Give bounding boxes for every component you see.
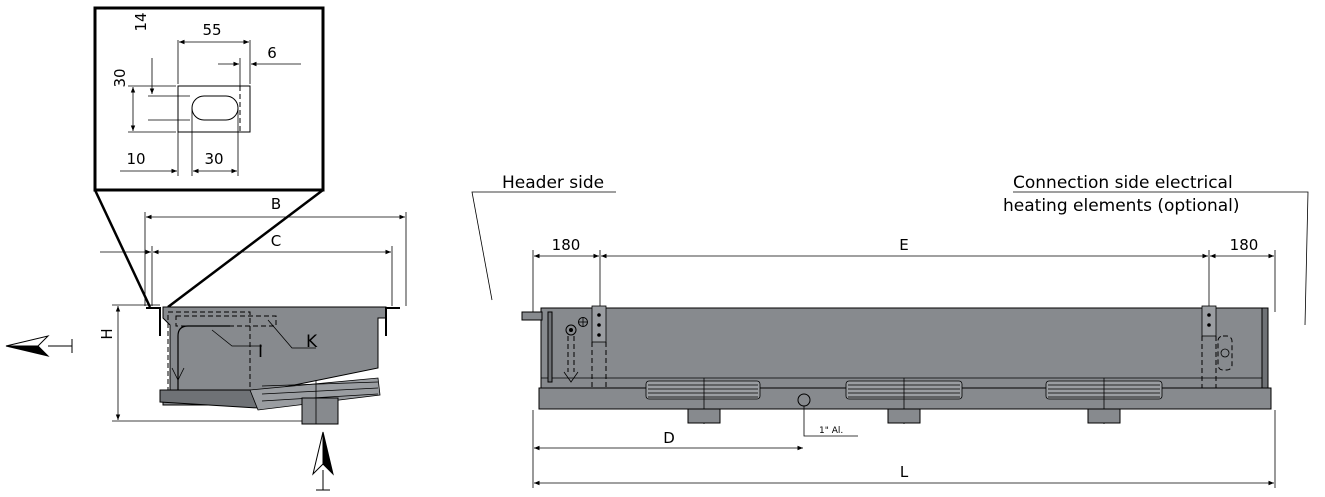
side-view-bracket-right [385,307,400,336]
leader-I [211,329,262,347]
connection-side-leader [1013,191,1309,326]
dim-C-label: C [271,232,281,250]
dim-left-180-label: 180 [552,236,581,254]
front-view-pipe-stub [521,311,543,321]
detail-leader-left [93,189,152,308]
fan-grille-2 [845,378,963,424]
header-side-leader [471,191,616,301]
dim-H-label: H [98,328,116,339]
dim-10-label: 10 [126,150,145,168]
label-K: K [306,332,318,352]
dim-30-vertical-label: 30 [111,68,129,87]
dim-55-label: 55 [202,21,221,39]
electrical-box-outline [1217,335,1233,371]
dim-E-label: E [899,236,908,254]
dim-B-label: B [271,195,281,213]
side-view-fins [249,377,381,411]
side-view-coil-outline [167,311,251,391]
front-view-bracket-right [1201,305,1217,337]
front-view-housing [540,307,1269,389]
electrical-connector-icon [1220,348,1230,358]
connection-side-label-line1: Connection side electrical [1013,173,1233,193]
dim-D-label: D [663,429,675,447]
dim-right-180-label: 180 [1230,236,1259,254]
mounting-slot-detail: 55 6 14 30 10 30 [93,6,325,308]
airflow-arrow-down-icon [312,431,334,491]
sensor-icon [578,317,588,327]
front-view: Header side Connection side electrical h… [471,173,1309,488]
vent-valve-icon [565,324,577,336]
header-side-label: Header side [502,173,604,193]
label-I: I [258,342,263,362]
dim-L-label: L [900,463,909,481]
side-view-drain-box [301,397,339,425]
fan-grille-1 [645,378,761,424]
dim-14-label: 14 [132,12,150,31]
connection-side-label-line2: heating elements (optional) [1003,196,1240,216]
drain-label: 1" Al. [819,426,843,436]
dim-30-horizontal-label: 30 [204,150,223,168]
leader-K [267,319,316,349]
airflow-arrow-left-icon [5,335,73,357]
detail-leader-right [167,189,324,308]
drain-leader [803,406,858,437]
dim-6-label: 6 [267,44,277,62]
side-view-bracket-left [146,307,161,336]
side-view: B C I K H [5,195,407,491]
side-view-pipe [177,325,230,390]
fan-grille-3 [1045,378,1163,424]
detail-plate [177,85,251,133]
